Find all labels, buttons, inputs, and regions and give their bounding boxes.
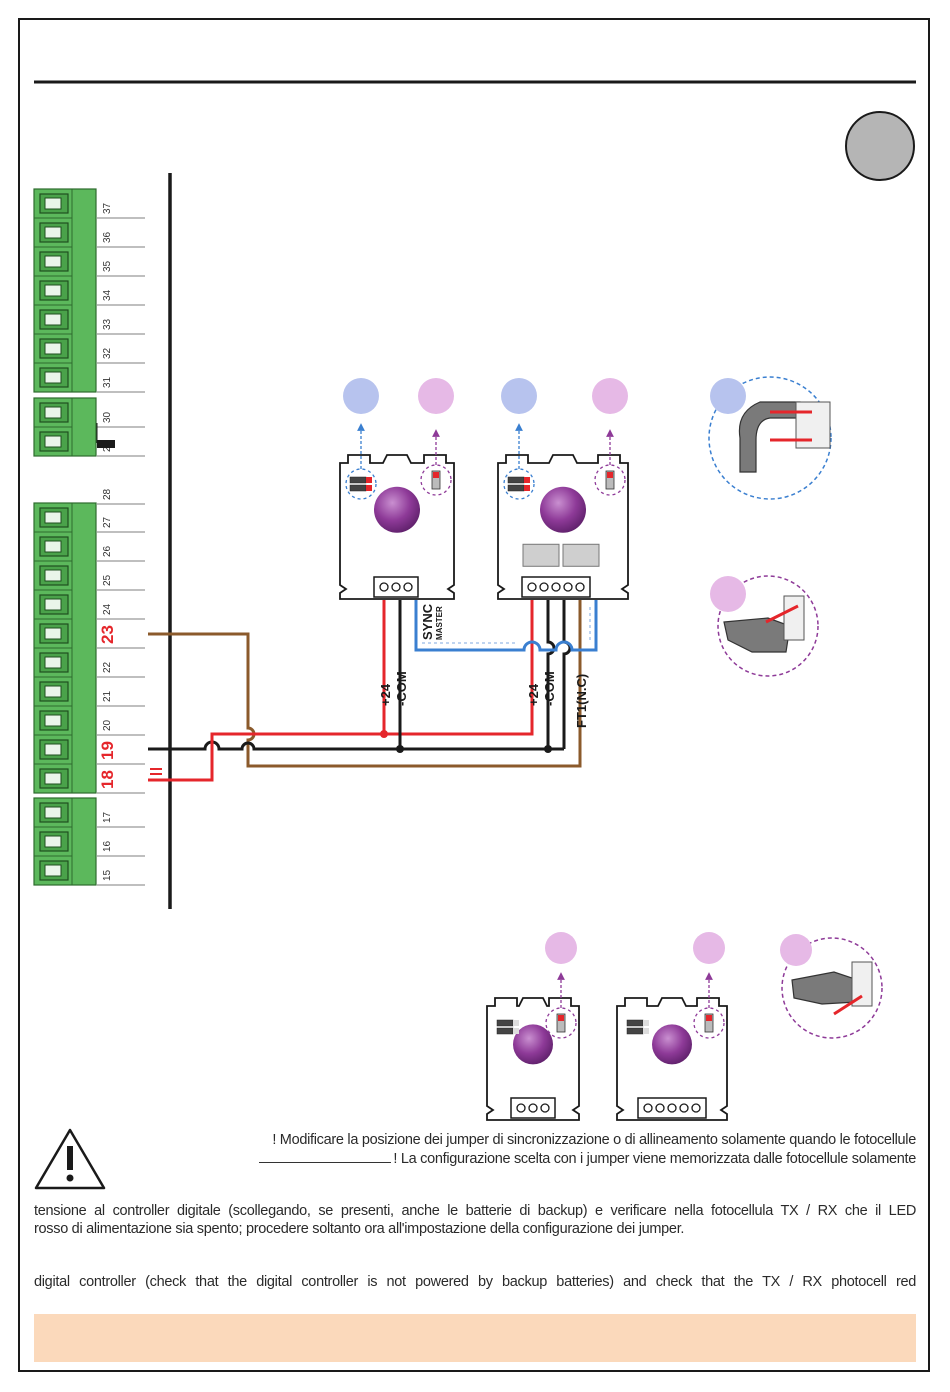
jumper-connector-icon [626,1013,714,1035]
terminal-number-31: 31 [102,376,113,388]
terminal-number-37: 37 [102,202,113,214]
terminal-number-15: 15 [102,869,113,881]
jumper-connector-icon [496,1013,566,1035]
section-badge [845,111,915,181]
terminal-number-16: 16 [102,840,113,852]
photocell-rx [497,378,629,600]
terminal-number-26: 26 [102,545,113,557]
warning-text-line1: ! Modificare la posizione dei jumper di … [272,1132,916,1148]
badge-blue [501,378,537,414]
jumper-inset-pink [710,575,819,677]
italian-instruction-line1: tensione al controller digitale (scolleg… [34,1203,916,1219]
jumper-inset-pink-small [780,934,883,1039]
terminal-number-17: 17 [102,811,113,823]
badge-blue [343,378,379,414]
photocell-lens [652,1024,692,1065]
terminal-numbers: 3736353433323130292827262524232221201918… [98,202,117,881]
badge-blue-inset [710,378,746,414]
wire-red-24v [148,650,534,782]
terminal-number-18: 18 [98,770,117,789]
badge-pink [545,932,577,964]
terminal-block-top [33,188,97,393]
terminal-number-32: 32 [102,347,113,359]
label-master: MASTER [435,606,444,640]
warning-triangle-icon [34,1128,106,1190]
wire-blue-sync [414,600,598,652]
terminal-block-low [33,797,97,886]
terminal-number-27: 27 [102,516,113,528]
label-tx-plus24: +24 [378,683,393,706]
terminal-number-28: 28 [102,488,113,500]
terminal-number-30: 30 [102,411,113,423]
wire-black-com [148,740,564,751]
photocell-lens [540,486,586,533]
jumper-inset-blue [708,376,832,500]
photocell-tx [339,378,455,600]
photocell-lens [374,486,420,533]
photocell-lens [513,1024,553,1065]
jumper-connector-icon [349,470,441,492]
badge-pink [418,378,454,414]
terminal-number-19: 19 [98,741,117,760]
note-bar [34,1314,916,1362]
terminal-number-34: 34 [102,289,113,301]
label-rx-com: -COM [542,671,557,706]
label-rx-ft1: FT1(N.C) [574,674,589,728]
english-instruction-line1: digital controller (check that the digit… [34,1274,916,1290]
badge-pink-inset-small [780,934,812,966]
warning-text-line2-content: ! La configurazione scelta con i jumper … [393,1151,916,1167]
photocell-rx-small [616,932,728,1121]
label-rx-plus24: +24 [526,683,541,706]
badge-pink-inset [710,576,746,612]
label-sync: SYNC [420,603,435,640]
terminal-number-36: 36 [102,231,113,243]
terminal-block-main [33,502,97,794]
warning-text-line2: ! La configurazione scelta con i jumper … [150,1150,916,1168]
terminal-number-23: 23 [98,625,117,644]
terminal-number-25: 25 [102,574,113,586]
terminal-number-24: 24 [102,603,113,615]
terminal-number-33: 33 [102,318,113,330]
badge-pink [592,378,628,414]
bridge-jumper-29-30 [97,440,115,448]
terminal-number-21: 21 [102,690,113,702]
label-tx-com: -COM [394,671,409,706]
photocell-tx-small [486,932,580,1121]
italian-instruction-line2: rosso di alimentazione sia spento; proce… [34,1221,685,1237]
page-border [18,18,930,1372]
terminal-block-mid [33,397,97,457]
blank-underline [259,1150,392,1163]
jumper-connector-icon [507,470,615,492]
terminal-number-20: 20 [102,719,113,731]
terminal-number-35: 35 [102,260,113,272]
terminal-number-22: 22 [102,661,113,673]
badge-pink [693,932,725,964]
terminal-leads [97,217,145,886]
